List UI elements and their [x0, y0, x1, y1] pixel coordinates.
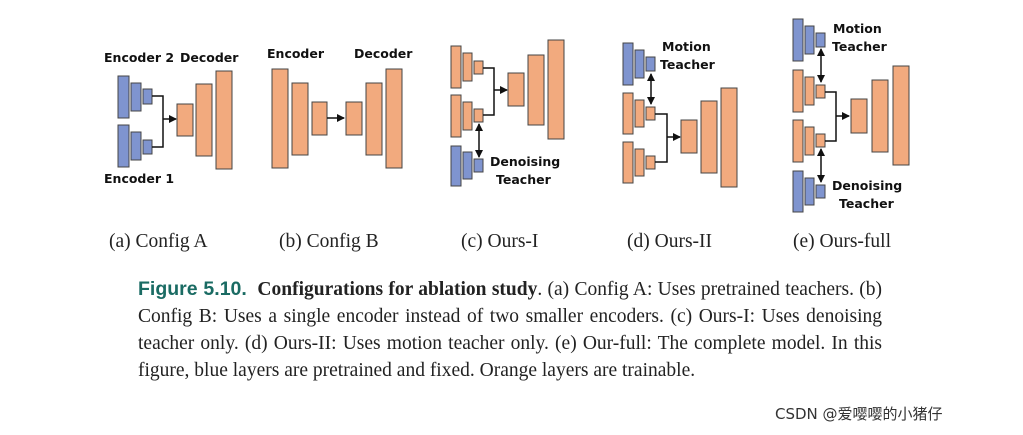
decoder-label: Decoder — [180, 50, 239, 65]
encoder-top-layer — [815, 84, 826, 99]
denoising-teacher-layer — [815, 184, 826, 199]
motion-teacher-label: Motion — [662, 39, 711, 54]
encoder-top-layer — [804, 76, 815, 106]
panel-d-diagram: Motion Teacher — [622, 39, 738, 188]
denoising-teacher-label: Teacher — [496, 172, 552, 187]
decoder-layer — [195, 83, 213, 157]
decoder-layer — [176, 103, 194, 137]
subcaption-a: (a) Config A — [109, 231, 208, 252]
merge-connector — [483, 67, 495, 116]
encoder2-label: Encoder 2 — [104, 50, 174, 65]
denoising-teacher-layer — [462, 151, 473, 180]
motion-teacher-label: Teacher — [832, 39, 888, 54]
merge-connector — [655, 113, 668, 163]
denoising-teacher-label: Denoising — [490, 154, 560, 169]
encoder-layer — [311, 101, 328, 136]
encoder-bottom-layer — [792, 119, 804, 163]
figure-number: Figure 5.10. — [138, 278, 247, 300]
encoder-top-layer — [792, 69, 804, 113]
panel-e-diagram: Motion Teacher Denoising Teacher — [792, 18, 910, 213]
encoder-layer — [271, 68, 289, 169]
motion-teacher-layer — [792, 18, 804, 62]
encoder-label: Encoder — [267, 46, 325, 61]
motion-teacher-layer — [622, 42, 634, 86]
decoder-layer — [507, 72, 525, 107]
motion-teacher-label: Motion — [833, 21, 882, 36]
denoising-teacher-layer — [473, 158, 484, 173]
decoder-layer — [850, 98, 868, 134]
decoder-layer — [892, 65, 910, 166]
decoder-layer — [720, 87, 738, 188]
subcaption-d: (d) Ours-II — [627, 231, 713, 252]
caption-body: . (a) Config A: Uses pretrained teachers… — [138, 279, 883, 381]
motion-teacher-layer — [634, 49, 645, 79]
watermark: CSDN @爱嘤嘤的小猪仔 — [775, 405, 943, 423]
encoder-bottom-layer — [815, 133, 826, 148]
encoder2-layer — [117, 75, 130, 119]
encoder-top-layer — [462, 52, 473, 82]
encoder1-layer — [130, 131, 142, 161]
encoder-top-layer — [622, 92, 634, 135]
subcaption-e: (e) Ours-full — [793, 231, 892, 252]
denoising-teacher-label: Denoising — [832, 178, 902, 193]
decoder-layer — [700, 100, 718, 174]
motion-teacher-layer — [645, 56, 656, 72]
encoder-bottom-layer — [450, 94, 462, 138]
encoder1-layer — [142, 139, 153, 155]
encoder1-label: Encoder 1 — [104, 171, 174, 186]
encoder-top-layer — [450, 45, 462, 89]
encoder2-layer — [130, 82, 142, 112]
encoder-bottom-layer — [645, 155, 656, 170]
decoder-layer — [365, 82, 383, 156]
subcaption-b: (b) Config B — [279, 231, 379, 252]
encoder-top-layer — [473, 60, 484, 75]
merge-connector — [825, 91, 837, 142]
decoder-label: Decoder — [354, 46, 413, 61]
motion-teacher-layer — [815, 32, 826, 48]
denoising-teacher-layer — [792, 170, 804, 213]
encoder-top-layer — [645, 106, 656, 121]
decoder-layer — [215, 70, 233, 170]
decoder-layer — [680, 119, 698, 154]
motion-teacher-layer — [804, 25, 815, 55]
encoder-bottom-layer — [473, 108, 484, 123]
panel-c-diagram: Denoising Teacher — [450, 39, 565, 187]
ablation-figure: Encoder 2 Decoder Encoder 1 Encoder Deco… — [104, 18, 910, 213]
panel-a-diagram: Encoder 2 Decoder Encoder 1 — [104, 50, 239, 186]
figure-caption: Figure 5.10. Configurations for ablation… — [138, 276, 882, 384]
motion-teacher-label: Teacher — [660, 57, 716, 72]
subcaption-c: (c) Ours-I — [461, 231, 539, 252]
denoising-teacher-layer — [804, 177, 815, 206]
merge-connector — [152, 95, 164, 148]
encoder-bottom-layer — [804, 126, 815, 156]
denoising-teacher-layer — [450, 145, 462, 187]
decoder-layer — [385, 68, 403, 169]
figure-title: Configurations for ablation study — [257, 279, 538, 300]
decoder-layer — [871, 79, 889, 153]
encoder1-layer — [117, 124, 130, 168]
decoder-layer — [527, 54, 545, 126]
encoder2-layer — [142, 88, 153, 105]
encoder-bottom-layer — [462, 101, 473, 131]
encoder-bottom-layer — [634, 148, 645, 177]
encoder-top-layer — [634, 99, 645, 128]
decoder-layer — [547, 39, 565, 140]
panel-b-diagram: Encoder Decoder — [267, 46, 413, 169]
denoising-teacher-label: Teacher — [839, 196, 895, 211]
decoder-layer — [345, 101, 363, 136]
encoder-bottom-layer — [622, 141, 634, 184]
encoder-layer — [291, 82, 309, 156]
